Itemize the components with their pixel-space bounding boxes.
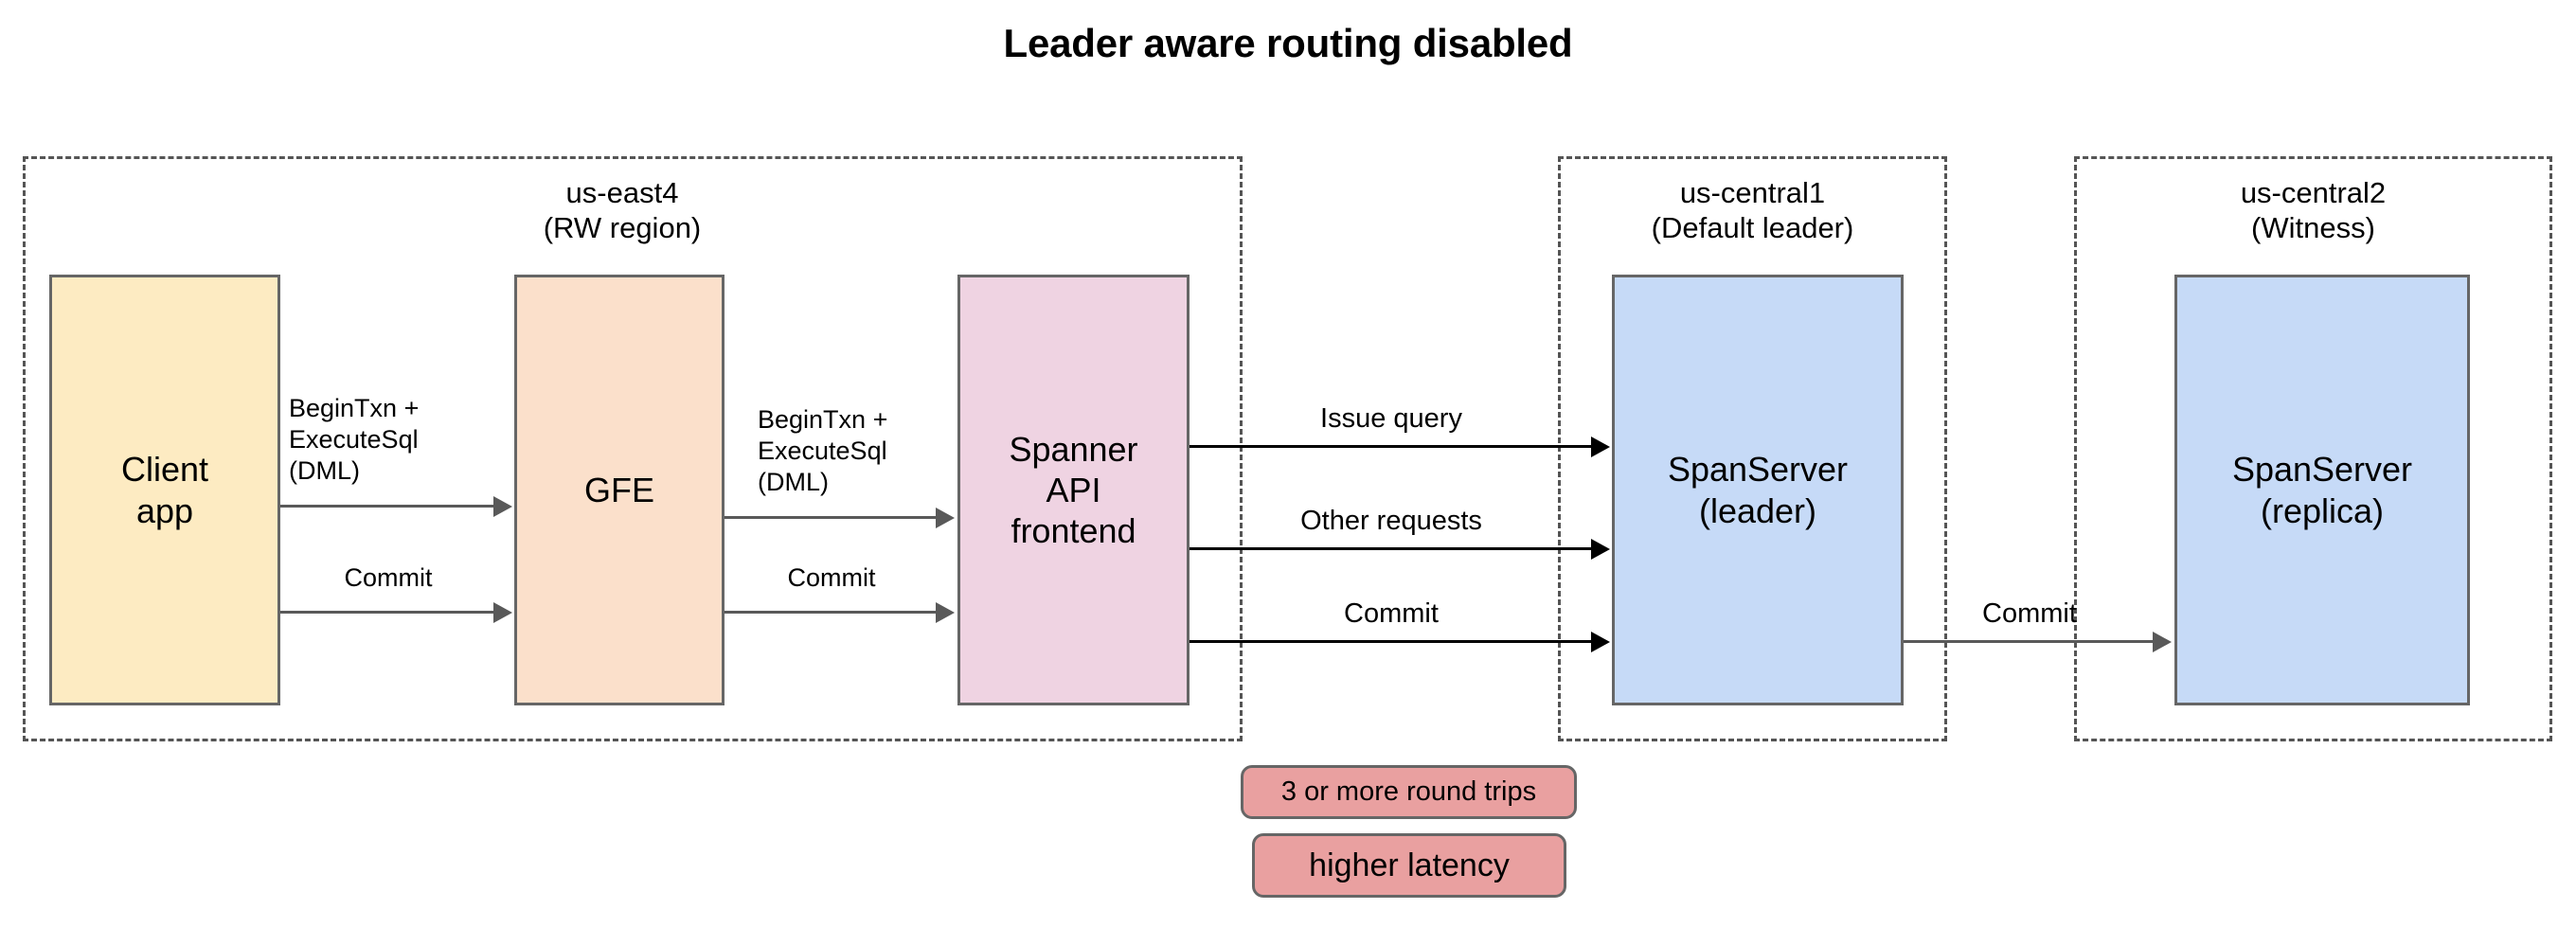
node-spanserver-replica[interactable]: SpanServer (replica) xyxy=(2174,275,2470,705)
node-spanner-api-frontend[interactable]: Spanner API frontend xyxy=(957,275,1190,705)
arrow-api-to-leader-issue-query xyxy=(1190,445,1593,448)
arrow-client-to-gfe-begintxn xyxy=(280,505,496,508)
node-spanserver-leader[interactable]: SpanServer (leader) xyxy=(1612,275,1904,705)
arrow-label-api-to-leader-other-requests: Other requests xyxy=(1300,506,1482,536)
region-us-central2: us-central2 (Witness) xyxy=(2074,156,2552,741)
arrow-head-api-to-leader-issue-query xyxy=(1591,437,1610,457)
region-us-central1: us-central1 (Default leader) xyxy=(1558,156,1947,741)
arrow-label-gfe-to-api-begintxn: BeginTxn + ExecuteSql (DML) xyxy=(758,405,888,496)
arrow-gfe-to-api-begintxn xyxy=(724,516,939,519)
arrow-api-to-leader-other-requests xyxy=(1190,547,1593,550)
arrow-leader-to-replica-commit xyxy=(1904,640,2156,643)
arrow-label-client-to-gfe-commit: Commit xyxy=(344,563,433,592)
region-us-east4-label: us-east4 (RW region) xyxy=(543,176,702,244)
arrow-head-client-to-gfe-commit xyxy=(493,602,512,623)
node-client-app[interactable]: Client app xyxy=(49,275,280,705)
arrow-label-gfe-to-api-commit: Commit xyxy=(787,563,876,592)
node-gfe[interactable]: GFE xyxy=(514,275,724,705)
arrow-label-api-to-leader-issue-query: Issue query xyxy=(1320,403,1462,434)
badge-higher-latency: higher latency xyxy=(1252,833,1566,898)
arrow-label-api-to-leader-commit: Commit xyxy=(1344,598,1439,629)
arrow-label-leader-to-replica-commit: Commit xyxy=(1982,598,2077,629)
region-us-east4: us-east4 (RW region) xyxy=(23,156,1243,741)
arrow-client-to-gfe-commit xyxy=(280,611,496,614)
region-us-central1-label: us-central1 (Default leader) xyxy=(1651,176,1854,244)
arrow-head-client-to-gfe-begintxn xyxy=(493,496,512,517)
arrow-head-gfe-to-api-commit xyxy=(936,602,955,623)
arrow-label-client-to-gfe-begintxn: BeginTxn + ExecuteSql (DML) xyxy=(289,394,420,485)
page-title: Leader aware routing disabled xyxy=(1003,21,1573,65)
arrow-head-api-to-leader-commit xyxy=(1591,632,1610,652)
arrow-head-api-to-leader-other-requests xyxy=(1591,539,1610,560)
arrow-head-leader-to-replica-commit xyxy=(2153,632,2172,652)
arrow-api-to-leader-commit xyxy=(1190,640,1593,643)
arrow-head-gfe-to-api-begintxn xyxy=(936,508,955,528)
arrow-gfe-to-api-commit xyxy=(724,611,939,614)
badge-round-trips: 3 or more round trips xyxy=(1241,765,1577,819)
region-us-central2-label: us-central2 (Witness) xyxy=(2240,176,2387,244)
